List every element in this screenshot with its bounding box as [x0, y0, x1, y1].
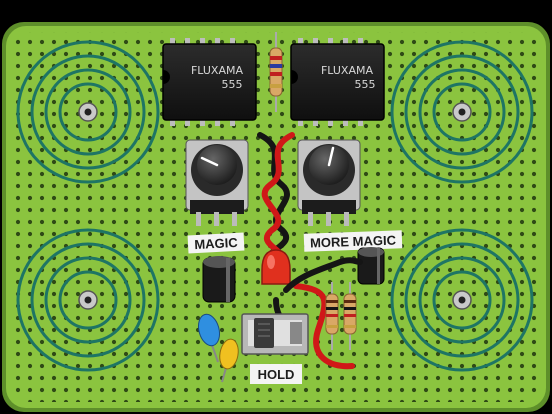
capacitor-right: [357, 247, 385, 285]
chip-right-brand: FLUXAMA: [321, 64, 374, 77]
speaker-ring: [432, 270, 492, 330]
speaker-screw-center: [458, 296, 466, 304]
capacitor-blue: [197, 313, 221, 363]
speaker-ring: [58, 270, 118, 330]
speaker-ring-icon[interactable]: [390, 228, 534, 372]
speaker-ring: [30, 242, 146, 358]
chip-left-brand: FLUXAMA: [191, 64, 244, 77]
speaker-ring: [418, 68, 506, 156]
chip-left-model: 555: [222, 78, 243, 91]
speaker-ring: [404, 242, 520, 358]
speaker-ring: [390, 228, 534, 372]
speaker-screw-center: [84, 296, 92, 304]
speaker-ring: [16, 40, 160, 184]
resistor-small-2: [343, 282, 357, 350]
speaker-ring-icon[interactable]: [16, 228, 160, 372]
resistor-top: [269, 32, 283, 112]
chip-right-model: 555: [355, 78, 376, 91]
label-magic: MAGIC: [187, 232, 245, 254]
knob-magic[interactable]: [185, 139, 249, 226]
speaker-ring: [418, 256, 506, 344]
hold-switch-toggle[interactable]: [254, 318, 274, 348]
label-hold: HOLD: [250, 364, 302, 384]
label-magic-text: MAGIC: [194, 235, 239, 252]
speaker-ring: [432, 82, 492, 142]
ic-chip-right[interactable]: FLUXAMA 555: [290, 38, 385, 126]
label-more-magic: MORE MAGIC: [303, 230, 403, 252]
speaker-ring: [30, 54, 146, 170]
speaker-screw-center: [458, 108, 466, 116]
speaker-ring-icon[interactable]: [390, 40, 534, 184]
capacitor-yellow: [219, 338, 239, 383]
twisted-wire-center: [257, 132, 295, 265]
speaker-screw-center: [84, 108, 92, 116]
capacitor-left: [202, 256, 236, 303]
label-more-magic-text: MORE MAGIC: [310, 232, 397, 250]
speaker-ring: [404, 54, 520, 170]
speaker-ring: [16, 228, 160, 372]
ic-chip-left[interactable]: FLUXAMA 555: [162, 38, 257, 126]
led-red: [261, 249, 291, 285]
speaker-ring-icon[interactable]: [16, 40, 160, 184]
label-hold-text: HOLD: [258, 367, 295, 382]
speaker-ring: [390, 40, 534, 184]
resistor-small-1: [325, 282, 339, 350]
hold-switch[interactable]: [241, 313, 309, 355]
knob-more-magic[interactable]: [297, 139, 361, 226]
speaker-ring: [58, 82, 118, 142]
speaker-ring: [44, 68, 132, 156]
speaker-ring: [44, 256, 132, 344]
